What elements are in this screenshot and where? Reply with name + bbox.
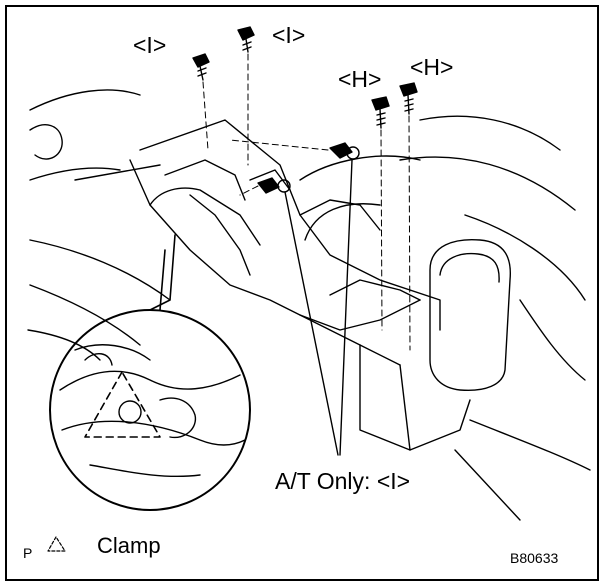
bolt-h-left-icon [371,96,390,129]
label-bolt-i-left: <I> [133,32,167,58]
background-interior-lines [27,89,591,521]
label-bolt-i-right: <I> [272,22,306,48]
clamp-detail-callout [49,234,251,511]
bolt-h-right-icon [399,82,418,115]
bolt-at-upper-icon [329,142,360,160]
label-bolt-h-right: <H> [410,54,454,80]
install-guide-lines [202,53,411,351]
clamp-legend-triangle-icon [47,536,66,552]
bolt-i-right-icon [237,26,255,53]
at-leader-lines [284,159,353,456]
label-bolt-h-left: <H> [338,66,382,92]
page-marker: P [23,545,33,561]
figure-code: B80633 [510,550,559,566]
legend-clamp-text: Clamp [97,533,161,558]
console-armrest-lid [299,155,512,392]
bolt-at-lower-icon [257,177,291,194]
figure-frame [5,5,599,581]
bolt-i-left-icon [192,53,210,81]
label-at-only: A/T Only: <I> [275,468,411,494]
legend-symbol: Δ: [47,534,62,550]
